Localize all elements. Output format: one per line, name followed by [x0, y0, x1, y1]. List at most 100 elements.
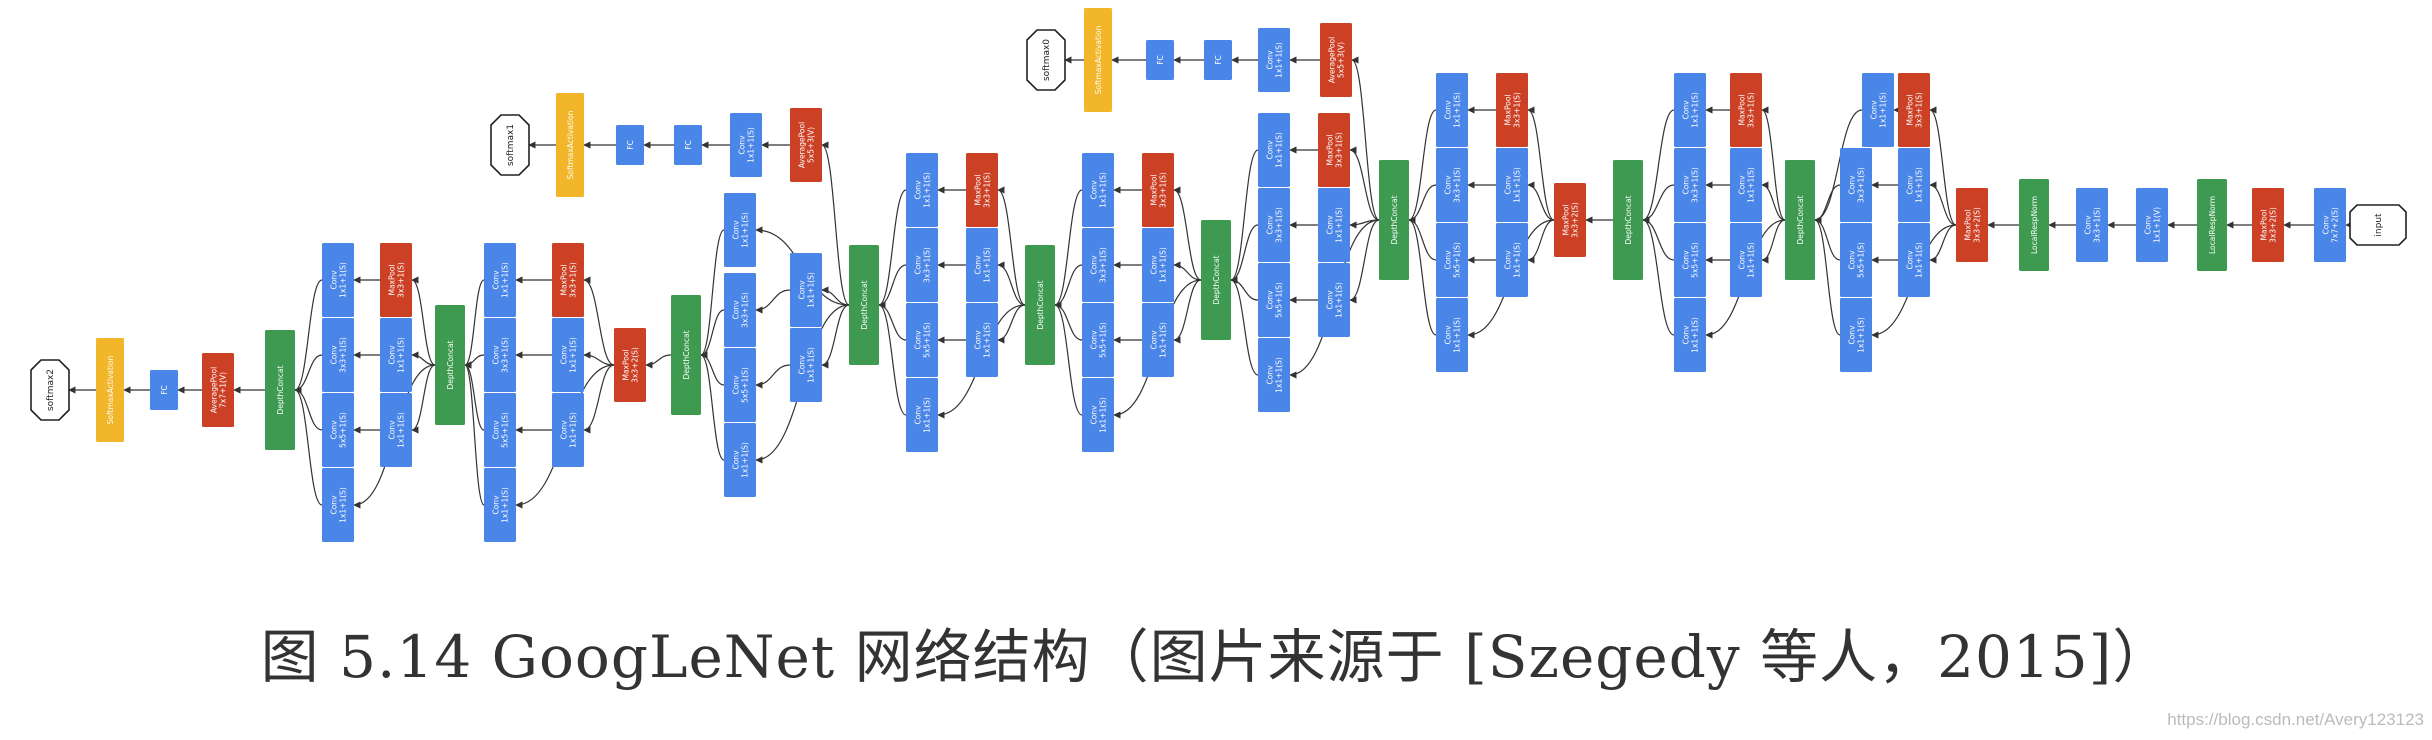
node-label: FC: [1214, 55, 1223, 65]
node-label: LocalRespNorm: [2208, 196, 2217, 254]
node-label: Conv3x3+1(S): [2084, 207, 2102, 243]
node-label: Conv3x3+1(S): [330, 337, 348, 373]
edge-i4d-c6-to-i4d-dc: [878, 301, 907, 416]
figure-caption: 图 5.14 GoogLeNet 网络结构（图片来源于 [Szegedy 等人，…: [260, 623, 2172, 691]
node-pool4: MaxPool3x3+2(S): [614, 328, 646, 402]
node-label: Conv1x1+1(S): [1090, 172, 1108, 208]
edge-i3b-c4-to-i3b-dc: [1642, 184, 1675, 224]
node-label: Conv1x1+1(S): [330, 262, 348, 298]
node-label: Conv3x3+1(S): [1848, 167, 1866, 203]
node-i4a-c4: Conv3x3+1(S): [1436, 148, 1468, 222]
edge-i5a-c4-to-i5a-dc: [464, 354, 485, 369]
node-i3a-dc: DepthConcat: [1785, 160, 1815, 280]
node-label: Conv1x1+1(S): [914, 397, 932, 433]
node-label: Conv1x1+1(S): [1266, 357, 1284, 393]
node-i4a-mp: MaxPool3x3+1(S): [1496, 73, 1528, 147]
node-i3a-c2: Conv1x1+1(S): [1898, 148, 1930, 222]
edge-i3a-dc-to-i3b-mp: [1761, 106, 1786, 221]
node-i4d-c3: Conv1x1+1(S): [966, 303, 998, 377]
node-i3a-c1: Conv1x1+1(S): [1862, 73, 1894, 147]
edge-i4d-c5-to-i4d-dc: [878, 301, 907, 341]
node-label: Conv3x3+1(S): [914, 247, 932, 283]
node-stem-conv2: Conv1x1+1(V): [2136, 188, 2168, 262]
node-label: Conv1x1+1(S): [732, 442, 750, 478]
node-label: MaxPool3x3+1(S): [560, 262, 578, 298]
node-label: Conv1x1+1(S): [388, 412, 406, 448]
node-label: MaxPool3x3+2(S): [622, 347, 640, 383]
node-label: Conv5x5+1(S): [492, 412, 510, 448]
node-label: MaxPool3x3+2(S): [1562, 202, 1580, 238]
node-label: Conv1x1+1(S): [1090, 397, 1108, 433]
node-i4b-c3: Conv1x1+1(S): [1318, 263, 1350, 337]
node-label: Conv1x1+1(S): [1266, 132, 1284, 168]
node-label: Conv1x1+1(S): [388, 337, 406, 373]
node-label: AveragePool5x5+3(V): [798, 122, 816, 168]
edge-pool3-to-i4a-mp: [1527, 106, 1555, 221]
node-label: Conv1x1+1(S): [914, 172, 932, 208]
node-label: Conv1x1+1(S): [1504, 242, 1522, 278]
node-label: Conv5x5+1(S): [732, 367, 750, 403]
node-label: Conv1x1+1(S): [1150, 247, 1168, 283]
node-i3b-c6: Conv1x1+1(S): [1674, 298, 1706, 372]
node-label: MaxPool3x3+1(S): [1738, 92, 1756, 128]
node-label: FC: [626, 140, 635, 150]
node-i4c-dc: DepthConcat: [1025, 245, 1055, 365]
node-label: MaxPool3x3+2(S): [1964, 207, 1982, 243]
node-label: Conv5x5+1(S): [914, 322, 932, 358]
edge-pool3-to-i4a-c2: [1527, 181, 1555, 221]
node-label: Conv5x5+1(S): [1266, 282, 1284, 318]
node-i4e-c2: Conv1x1+1(S): [790, 253, 822, 327]
edge-i4a-c6-to-i4a-dc: [1408, 216, 1437, 336]
node-i3b-c2: Conv1x1+1(S): [1730, 148, 1762, 222]
node-i4a-c3: Conv1x1+1(S): [1496, 223, 1528, 297]
node-i4c-c1: Conv1x1+1(S): [1082, 153, 1114, 227]
node-label: Conv1x1+1(S): [1266, 42, 1284, 78]
node-label: Conv3x3+1(S): [1266, 207, 1284, 243]
edge-pool4-to-i5a-mp: [583, 276, 615, 366]
node-i3b-dc: DepthConcat: [1613, 160, 1643, 280]
node-i3a-c3: Conv1x1+1(S): [1898, 223, 1930, 297]
node-label: AveragePool5x5+3(V): [1328, 37, 1346, 83]
node-label: Conv1x1+1(S): [1906, 242, 1924, 278]
node-label: Conv1x1+1(S): [974, 247, 992, 283]
node-stem-conv3: Conv3x3+1(S): [2076, 188, 2108, 262]
node-label: Conv1x1+1(S): [738, 127, 756, 163]
edge-stem-pool2-to-i3a-c2: [1929, 181, 1957, 226]
node-aux1-sm: SoftmaxActivation: [556, 93, 584, 197]
node-i4b-dc: DepthConcat: [1201, 220, 1231, 340]
node-i5b-c5: Conv5x5+1(S): [322, 393, 354, 467]
node-label: DepthConcat: [1036, 280, 1045, 329]
node-i4e-c3: Conv1x1+1(S): [790, 328, 822, 402]
node-i4c-c3: Conv1x1+1(S): [1142, 303, 1174, 377]
edge-i4a-c5-to-i4a-dc: [1408, 216, 1437, 261]
edge-i5a-c1-to-i5a-dc: [464, 279, 485, 369]
node-i4a-c6: Conv1x1+1(S): [1436, 298, 1468, 372]
edge-i4c-c5-to-i4c-dc: [1054, 301, 1083, 341]
node-i4d-c5: Conv5x5+1(S): [906, 303, 938, 377]
edge-i4b-dc-to-i4c-c2: [1173, 261, 1202, 281]
node-stem-lrn2: LocalRespNorm: [2019, 179, 2049, 271]
node-i3a-c4: Conv3x3+1(S): [1840, 148, 1872, 222]
node-i4e-c1: Conv1x1+1(S): [724, 193, 756, 267]
edge-i3a-dc-to-i3b-c3: [1761, 219, 1786, 264]
node-i4c-mp: MaxPool3x3+1(S): [1142, 153, 1174, 227]
node-stem-lrn1: LocalRespNorm: [2197, 179, 2227, 271]
node-label: Conv1x1+1(S): [1326, 282, 1344, 318]
node-i4a-c2: Conv1x1+1(S): [1496, 148, 1528, 222]
edge-i3b-c5-to-i3b-dc: [1642, 216, 1675, 261]
edge-i4e-c3-to-i4e-c5: [755, 364, 791, 389]
node-label: Conv1x1+1(S): [1682, 317, 1700, 353]
node-label: softmax1: [506, 124, 516, 166]
edge-i4c-c4-to-i4c-dc: [1054, 264, 1083, 309]
node-label: MaxPool3x3+1(S): [388, 262, 406, 298]
node-label: Conv5x5+1(S): [1682, 242, 1700, 278]
node-aux0-conv: Conv1x1+1(S): [1258, 28, 1290, 92]
node-label: SoftmaxActivation: [1094, 25, 1103, 94]
node-i4d-mp: MaxPool3x3+1(S): [966, 153, 998, 227]
node-label: softmax0: [1042, 39, 1052, 81]
node-i4b-c1: Conv1x1+1(S): [1258, 113, 1290, 187]
node-label: Conv1x1+1(S): [798, 347, 816, 383]
node-i4d-dc: DepthConcat: [849, 245, 879, 365]
node-i4c-c4: Conv3x3+1(S): [1082, 228, 1114, 302]
node-i3b-c4: Conv3x3+1(S): [1674, 148, 1706, 222]
